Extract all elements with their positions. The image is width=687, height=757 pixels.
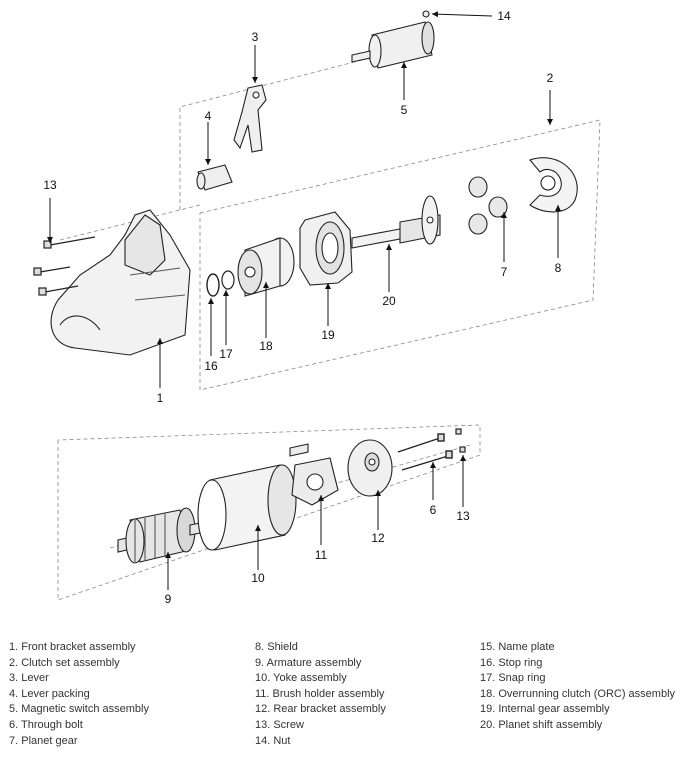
callout-7: 7 — [501, 265, 508, 279]
callout-2: 2 — [547, 71, 554, 85]
legend-item: 9. Armature assembly — [255, 656, 362, 669]
callout-12: 12 — [371, 531, 385, 545]
callout-9: 9 — [165, 592, 172, 606]
callout-8: 8 — [555, 261, 562, 275]
legend-item: 14. Nut — [255, 734, 291, 747]
parts-legend: 1. Front bracket assembly 2. Clutch set … — [0, 640, 687, 757]
legend-item: 11. Brush holder assembly — [255, 687, 385, 700]
screw-part — [33, 236, 96, 296]
legend-item: 13. Screw — [255, 718, 304, 731]
front-bracket-assembly-part — [50, 209, 191, 356]
callout-4: 4 — [205, 109, 212, 123]
overrunning-clutch-part — [237, 237, 295, 297]
shield-part — [529, 157, 578, 213]
legend-item: 3. Lever — [9, 672, 49, 685]
legend-column-3: 15. Name plate 16. Stop ring 17. Snap ri… — [480, 640, 675, 734]
callout-3: 3 — [252, 30, 259, 44]
legend-item: 6. Through bolt — [9, 718, 83, 731]
legend-item: 19. Internal gear assembly — [480, 703, 610, 716]
magnetic-switch-part — [351, 10, 435, 69]
stop-ring-part — [206, 273, 220, 297]
callout-13-upper: 13 — [43, 178, 57, 192]
callout-11: 11 — [315, 548, 328, 562]
legend-item: 7. Planet gear — [9, 734, 78, 747]
legend-item: 4. Lever packing — [9, 687, 90, 700]
callout-14: 14 — [497, 9, 511, 23]
armature-part — [117, 507, 201, 564]
legend-item: 12. Rear bracket assembly — [255, 703, 386, 716]
through-bolt-part — [397, 433, 453, 471]
yoke-part — [197, 464, 297, 551]
legend-item: 16. Stop ring — [480, 656, 543, 669]
lever-packing-part — [196, 164, 233, 191]
callout-20: 20 — [382, 294, 396, 308]
leader-lines — [47, 11, 561, 590]
callout-5: 5 — [401, 103, 408, 117]
exploded-diagram: 1 2 3 4 5 6 7 8 9 10 11 12 13 13 14 16 1… — [33, 9, 601, 606]
callout-10: 10 — [251, 571, 265, 585]
callout-19: 19 — [321, 328, 335, 342]
legend-item: 8. Shield — [255, 641, 298, 653]
assembly-guides — [57, 44, 601, 601]
legend-item: 17. Snap ring — [480, 672, 546, 685]
brush-holder-part — [289, 443, 339, 506]
callout-labels: 1 2 3 4 5 6 7 8 9 10 11 12 13 13 14 16 1… — [43, 9, 561, 606]
legend-item: 18. Overrunning clutch (ORC) assembly — [480, 687, 676, 700]
callout-16: 16 — [204, 359, 218, 373]
legend-item: 20. Planet shift assembly — [480, 718, 603, 731]
callout-18: 18 — [259, 339, 273, 353]
callout-13-lower: 13 — [456, 509, 470, 523]
snap-ring-part — [221, 270, 235, 290]
callout-1: 1 — [157, 391, 164, 405]
legend-item: 5. Magnetic switch assembly — [9, 703, 149, 716]
legend-item: 1. Front bracket assembly — [9, 641, 136, 653]
lever-part — [233, 84, 267, 153]
legend-column-2: 8. Shield 9. Armature assembly 10. Yoke … — [255, 640, 386, 749]
rear-bracket-part — [347, 439, 393, 497]
legend-item: 10. Yoke assembly — [255, 672, 347, 685]
callout-17: 17 — [219, 347, 233, 361]
legend-item: 2. Clutch set assembly — [9, 656, 120, 669]
legend-column-1: 1. Front bracket assembly 2. Clutch set … — [9, 640, 149, 749]
planet-shift-part — [351, 195, 441, 249]
legend-item: 15. Name plate — [480, 641, 555, 653]
internal-gear-part — [299, 211, 353, 286]
screw-part-lower — [455, 428, 466, 453]
planet-gear-part — [468, 176, 508, 235]
callout-6: 6 — [430, 503, 437, 517]
